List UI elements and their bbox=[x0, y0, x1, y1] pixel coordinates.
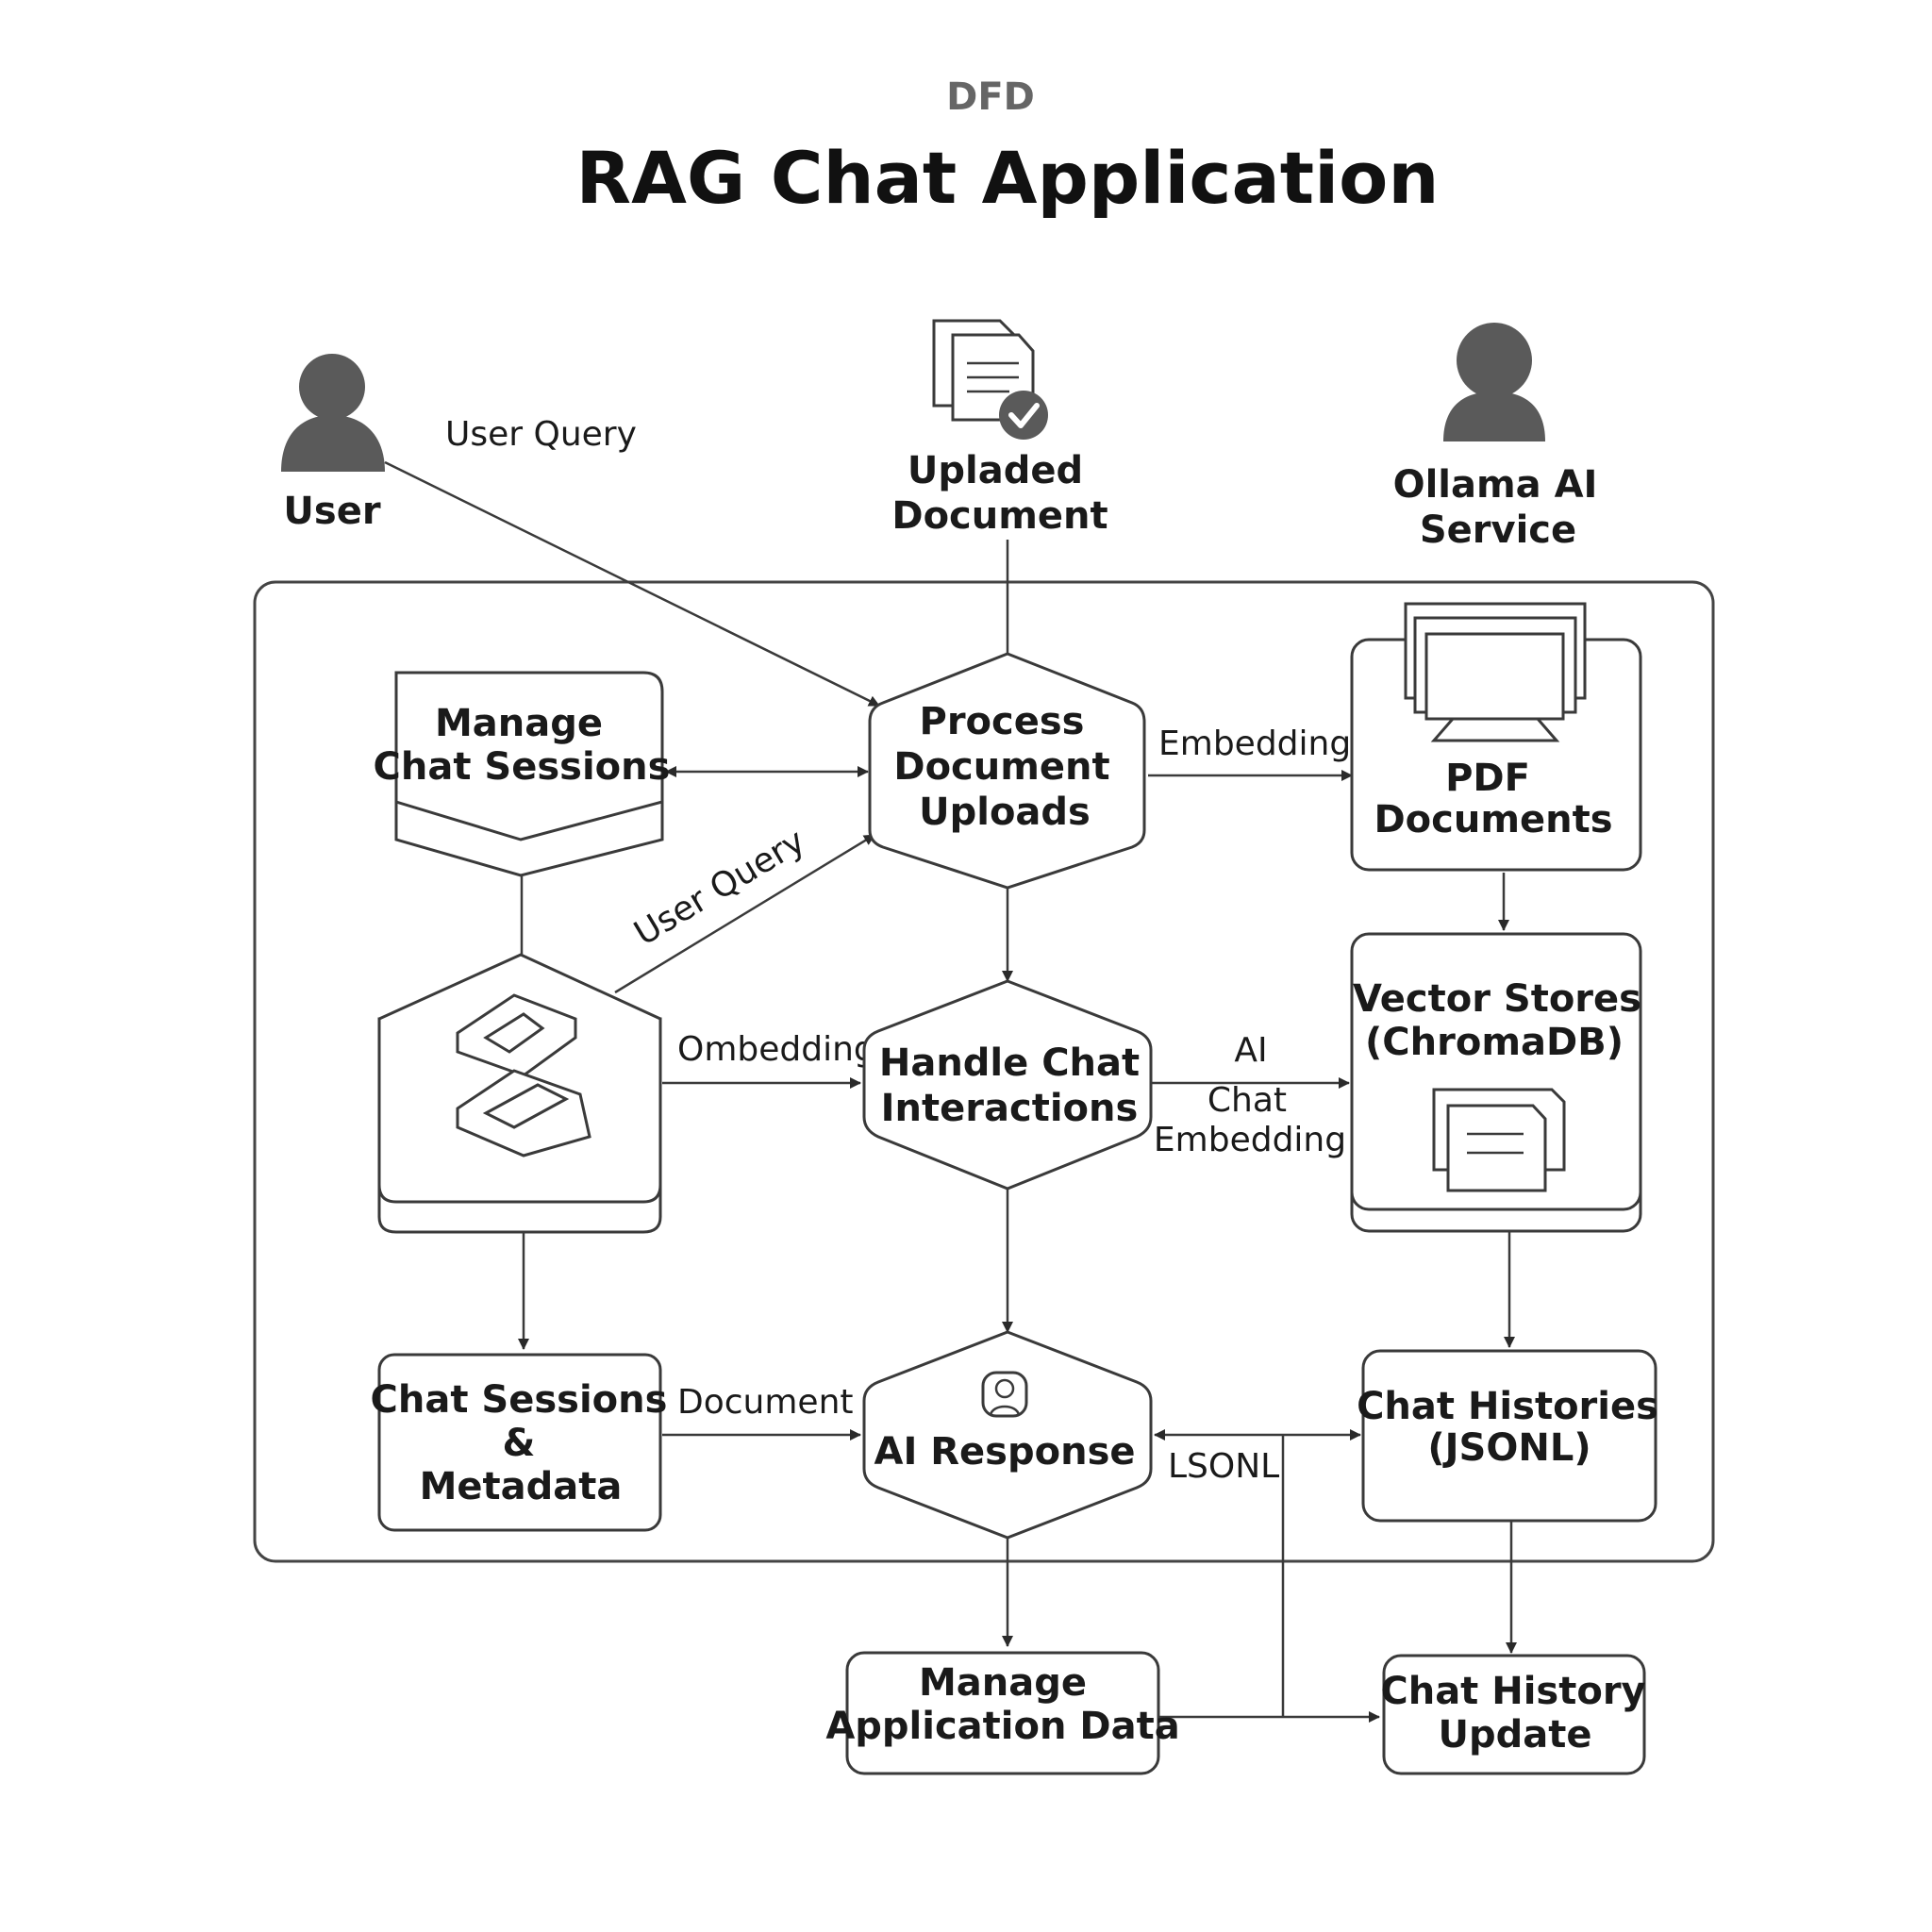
ai-response-process[interactable]: AI Response bbox=[862, 1330, 1153, 1540]
flow-user-query-diag-arrow bbox=[614, 833, 875, 994]
flow-embedding-top-label: Embedding bbox=[1158, 724, 1351, 763]
flow-ombedding-label: Ombedding bbox=[677, 1030, 875, 1069]
handle-chat-label-line-2: Interactions bbox=[881, 1087, 1139, 1130]
monitor-icon bbox=[1404, 602, 1587, 742]
manage-app-data-label-line-2: Application Data bbox=[825, 1705, 1179, 1748]
flow-ai-chat-embedding-label-1: AI bbox=[1234, 1031, 1267, 1070]
embedding-blocks-icon bbox=[456, 993, 591, 1158]
manage-app-data-label-line-1: Manage bbox=[919, 1661, 1087, 1705]
process-document-label-line-3: Uploads bbox=[919, 791, 1091, 834]
vector-stores-store[interactable]: Vector Stores (ChromaDB) bbox=[1350, 932, 1642, 1233]
ai-response-label: AI Response bbox=[874, 1430, 1135, 1474]
uploaded-document-entity[interactable]: Upladed Document bbox=[891, 319, 1108, 538]
diagram-title: RAG Chat Application bbox=[576, 136, 1440, 220]
chat-history-update-label-line-2: Update bbox=[1439, 1713, 1592, 1757]
chat-histories-label-line-2: (JSONL) bbox=[1427, 1426, 1591, 1470]
manage-chat-sessions-process[interactable]: Manage Chat Sessions bbox=[374, 671, 671, 877]
chat-sessions-label-line-1: Chat Sessions bbox=[371, 1378, 668, 1422]
manage-chat-sessions-label-line-2: Chat Sessions bbox=[374, 745, 671, 789]
vector-stores-label-line-2: (ChromaDB) bbox=[1365, 1021, 1624, 1064]
document-check-icon bbox=[932, 319, 1048, 440]
uploaded-document-label-line-2: Document bbox=[891, 494, 1108, 538]
flow-lsonl-label: LSONL bbox=[1168, 1447, 1279, 1486]
pdf-documents-store[interactable]: PDF Documents bbox=[1350, 602, 1642, 872]
chat-history-update-store[interactable]: Chat History Update bbox=[1380, 1654, 1646, 1775]
user-entity[interactable]: User bbox=[281, 354, 385, 533]
person-icon bbox=[281, 354, 385, 472]
flow-ai-chat-embedding-label-2: Chat bbox=[1208, 1081, 1287, 1120]
person-icon bbox=[1443, 323, 1545, 441]
chat-sessions-label-line-2: & bbox=[503, 1422, 536, 1465]
handle-chat-label-line-1: Handle Chat bbox=[879, 1041, 1140, 1085]
flow-document-label: Document bbox=[677, 1383, 854, 1422]
ollama-label-line-2: Service bbox=[1420, 508, 1576, 552]
chat-histories-store[interactable]: Chat Histories (JSONL) bbox=[1357, 1349, 1658, 1523]
documents-icon bbox=[1432, 1088, 1566, 1192]
process-document-uploads-process[interactable]: Process Document Uploads bbox=[868, 652, 1146, 890]
embedding-engine-store[interactable] bbox=[377, 953, 662, 1234]
uploaded-document-label-line-1: Upladed bbox=[908, 449, 1083, 492]
diagram-subtitle: DFD bbox=[946, 75, 1035, 119]
handle-chat-interactions-process[interactable]: Handle Chat Interactions bbox=[862, 979, 1153, 1191]
user-badge-icon bbox=[981, 1371, 1028, 1418]
flow-ai-chat-embedding-label-3: Embedding bbox=[1154, 1121, 1346, 1159]
flow-user-query-label: User Query bbox=[445, 415, 637, 454]
process-document-label-line-2: Document bbox=[893, 745, 1109, 789]
ollama-ai-service-entity[interactable]: Ollama AI Service bbox=[1393, 323, 1598, 552]
chat-history-update-label-line-1: Chat History bbox=[1380, 1670, 1645, 1713]
chat-histories-label-line-1: Chat Histories bbox=[1357, 1385, 1658, 1428]
system-boundary bbox=[253, 580, 1715, 1563]
ollama-label-line-1: Ollama AI bbox=[1393, 463, 1598, 507]
chat-sessions-label-line-3: Metadata bbox=[420, 1465, 623, 1508]
vector-stores-label-line-1: Vector Stores bbox=[1353, 977, 1641, 1021]
chat-sessions-metadata-store[interactable]: Chat Sessions & Metadata bbox=[371, 1353, 668, 1532]
manage-application-data-process[interactable]: Manage Application Data bbox=[825, 1651, 1180, 1775]
pdf-documents-label-line-1: PDF bbox=[1445, 757, 1530, 800]
manage-chat-sessions-label-line-1: Manage bbox=[435, 702, 603, 745]
user-label: User bbox=[283, 490, 380, 533]
flow-user-query-arrow bbox=[384, 460, 880, 708]
process-document-label-line-1: Process bbox=[920, 700, 1085, 743]
pdf-documents-label-line-2: Documents bbox=[1374, 798, 1612, 841]
